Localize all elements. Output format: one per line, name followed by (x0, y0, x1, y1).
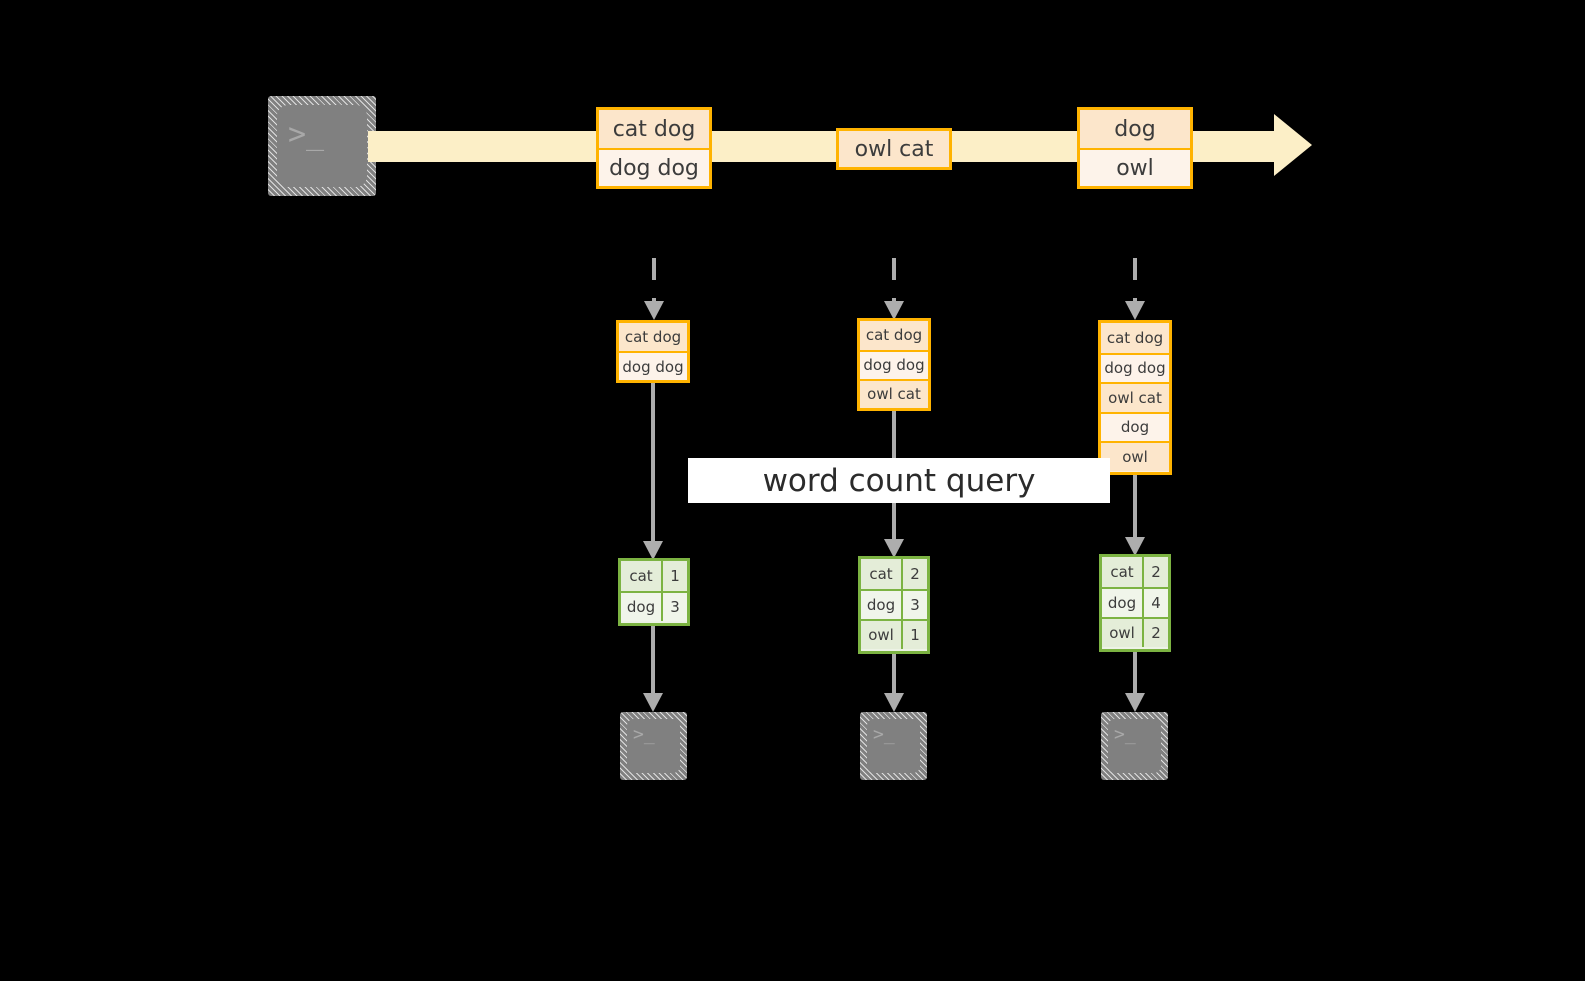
arrow-head (644, 301, 664, 320)
count-row: owl 1 (861, 619, 927, 649)
stream-record: cat dog (599, 110, 709, 148)
count-value: 3 (910, 596, 920, 614)
count-word: dog (621, 593, 663, 621)
snapshot-input-row: dog (1101, 411, 1169, 441)
snapshot-input-row: cat dog (619, 323, 687, 352)
terminal-prompt-glyph: >_ (288, 117, 325, 152)
snapshot-1-input-box[interactable]: cat dog dog dog (616, 320, 690, 383)
snapshot-3-count-table[interactable]: cat 2 dog 4 owl 2 (1099, 554, 1171, 652)
terminal-screen (867, 719, 920, 773)
snapshot-input-row: dog dog (619, 351, 687, 380)
count-word: dog (861, 591, 903, 619)
stream-group-2[interactable]: owl cat (836, 128, 952, 170)
count-value: 1 (670, 567, 680, 585)
stream-group-3[interactable]: dog owl (1077, 107, 1193, 189)
count-word: dog (1102, 589, 1144, 617)
snapshot-input-row: cat dog (1101, 323, 1169, 353)
arrow-head (884, 693, 904, 712)
snapshot-input-row: dog dog (860, 349, 928, 379)
arrow-head (1125, 693, 1145, 712)
arrow-head (884, 539, 904, 558)
snapshot-1-count-table[interactable]: cat 1 dog 3 (618, 558, 690, 626)
arrow-head (1125, 301, 1145, 320)
count-word: cat (621, 561, 663, 591)
snapshot-1-sink-arrow (643, 626, 663, 712)
snapshot-3-input-box[interactable]: cat dog dog dog owl cat dog owl (1098, 320, 1172, 475)
count-word: cat (861, 559, 903, 589)
count-value: 4 (1151, 594, 1161, 612)
terminal-prompt-glyph: >_ (873, 724, 895, 745)
arrow-head (643, 541, 663, 560)
source-terminal-icon[interactable]: >_ (268, 96, 376, 196)
snapshot-1-query-arrow (643, 383, 663, 560)
count-value: 3 (670, 598, 680, 616)
count-row: cat 2 (861, 559, 927, 589)
snapshot-1-sink-terminal-icon[interactable]: >_ (620, 712, 687, 780)
count-word: owl (861, 621, 903, 649)
terminal-prompt-glyph: >_ (633, 724, 655, 745)
count-word: owl (1102, 619, 1144, 647)
stream-arrow-tip (1274, 114, 1312, 176)
snapshot-3-query-arrow (1125, 475, 1145, 556)
snapshot-input-row: dog dog (1101, 352, 1169, 382)
snapshot-2-sink-arrow (884, 654, 904, 712)
snapshot-input-row: owl cat (860, 378, 928, 408)
snapshot-input-row: owl cat (1101, 382, 1169, 412)
terminal-prompt-glyph: >_ (1114, 724, 1136, 745)
snapshot-3-sink-terminal-icon[interactable]: >_ (1101, 712, 1168, 780)
count-row: dog 3 (621, 591, 687, 621)
count-value: 2 (910, 565, 920, 583)
terminal-screen (627, 719, 680, 773)
count-row: owl 2 (1102, 617, 1168, 647)
count-row: dog 3 (861, 589, 927, 619)
stream-record: dog (1080, 110, 1190, 148)
count-row: cat 1 (621, 561, 687, 591)
snapshot-2-input-box[interactable]: cat dog dog dog owl cat (857, 318, 931, 411)
snapshot-2-count-table[interactable]: cat 2 dog 3 owl 1 (858, 556, 930, 654)
count-word: cat (1102, 557, 1144, 587)
arrow-head (1125, 537, 1145, 556)
count-value: 1 (910, 626, 920, 644)
snapshot-3-stream-tap-arrow (1125, 258, 1145, 320)
terminal-screen (277, 105, 367, 187)
stream-group-1[interactable]: cat dog dog dog (596, 107, 712, 189)
snapshot-input-row: owl (1101, 441, 1169, 471)
snapshot-2-sink-terminal-icon[interactable]: >_ (860, 712, 927, 780)
snapshot-1-stream-tap-arrow (644, 258, 664, 320)
arrow-head (884, 301, 904, 320)
stream-record: owl (1080, 148, 1190, 186)
arrow-head (643, 693, 663, 712)
stream-record: owl cat (839, 131, 949, 167)
snapshot-input-row: cat dog (860, 321, 928, 350)
count-value: 2 (1151, 563, 1161, 581)
query-label: word count query (688, 458, 1110, 503)
count-row: dog 4 (1102, 587, 1168, 617)
snapshot-3-sink-arrow (1125, 652, 1145, 712)
terminal-screen (1108, 719, 1161, 773)
stream-record: dog dog (599, 148, 709, 186)
count-value: 2 (1151, 624, 1161, 642)
snapshot-2-stream-tap-arrow (884, 258, 904, 320)
count-row: cat 2 (1102, 557, 1168, 587)
